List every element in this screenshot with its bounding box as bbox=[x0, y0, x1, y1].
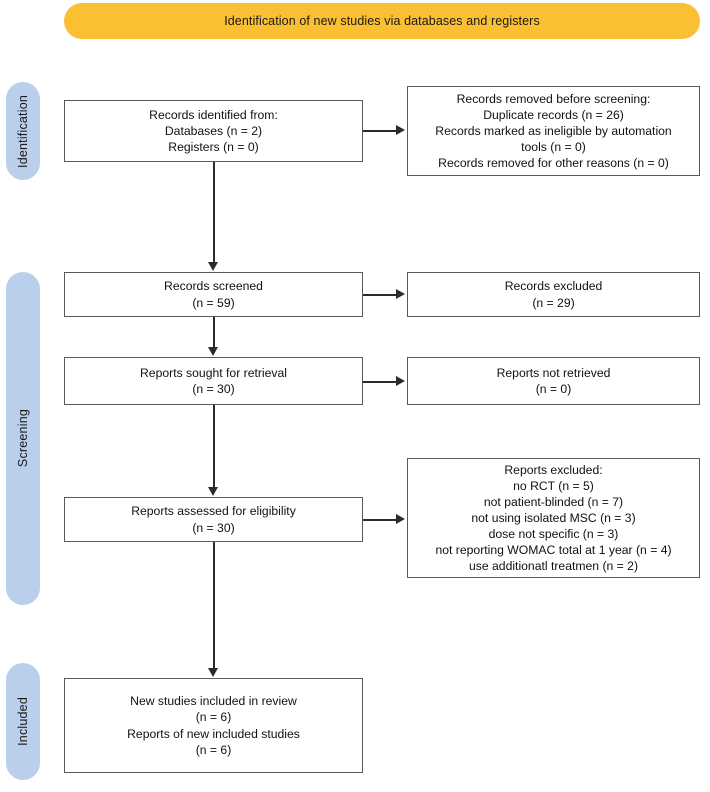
banner-label: Identification of new studies via databa… bbox=[224, 14, 540, 28]
stage-label-identification-text: Identification bbox=[16, 94, 30, 168]
box-reports-sought-text: Reports sought for retrieval (n = 30) bbox=[140, 365, 287, 396]
arrowhead-screened-to-sought bbox=[208, 347, 218, 356]
stage-label-included-text: Included bbox=[16, 697, 30, 746]
arrowhead-identified-to-removed bbox=[396, 125, 405, 135]
box-records-identified: Records identified from: Databases (n = … bbox=[64, 100, 363, 162]
stage-label-screening-text: Screening bbox=[16, 409, 30, 468]
arrowhead-assessed-to-included bbox=[208, 668, 218, 677]
box-records-screened: Records screened (n = 59) bbox=[64, 272, 363, 317]
box-records-removed-text: Records removed before screening: Duplic… bbox=[435, 91, 672, 171]
stage-label-screening: Screening bbox=[6, 272, 40, 605]
box-new-studies-included-text: New studies included in review (n = 6) R… bbox=[127, 694, 300, 757]
box-reports-excluded: Reports excluded: no RCT (n = 5) not pat… bbox=[407, 458, 700, 578]
box-records-excluded: Records excluded (n = 29) bbox=[407, 272, 700, 317]
stage-label-identification: Identification bbox=[6, 82, 40, 180]
connector-assessed-to-included bbox=[213, 542, 215, 669]
connector-screened-to-sought bbox=[213, 317, 215, 348]
diagram-banner-title: Identification of new studies via databa… bbox=[64, 3, 700, 39]
box-reports-sought: Reports sought for retrieval (n = 30) bbox=[64, 357, 363, 405]
connector-screened-to-excluded bbox=[363, 294, 396, 296]
arrowhead-sought-to-assessed bbox=[208, 487, 218, 496]
box-records-removed: Records removed before screening: Duplic… bbox=[407, 86, 700, 176]
box-reports-not-retrieved: Reports not retrieved (n = 0) bbox=[407, 357, 700, 405]
box-reports-assessed-text: Reports assessed for eligibility (n = 30… bbox=[131, 504, 296, 535]
arrowhead-identified-to-screened bbox=[208, 262, 218, 271]
box-reports-assessed: Reports assessed for eligibility (n = 30… bbox=[64, 497, 363, 542]
arrowhead-sought-to-not-retrieved bbox=[396, 376, 405, 386]
box-records-identified-text: Records identified from: Databases (n = … bbox=[149, 107, 278, 155]
box-new-studies-included: New studies included in review (n = 6) R… bbox=[64, 678, 363, 773]
box-records-screened-text: Records screened (n = 59) bbox=[164, 279, 263, 310]
box-reports-not-retrieved-text: Reports not retrieved (n = 0) bbox=[496, 365, 611, 396]
connector-identified-to-removed bbox=[363, 130, 396, 132]
connector-assessed-to-excluded bbox=[363, 519, 396, 521]
arrowhead-assessed-to-excluded bbox=[396, 514, 405, 524]
arrowhead-screened-to-excluded bbox=[396, 289, 405, 299]
box-records-excluded-text: Records excluded (n = 29) bbox=[504, 279, 603, 310]
box-reports-excluded-text: Reports excluded: no RCT (n = 5) not pat… bbox=[435, 462, 672, 574]
connector-identified-to-screened bbox=[213, 162, 215, 263]
connector-sought-to-assessed bbox=[213, 405, 215, 488]
stage-label-included: Included bbox=[6, 663, 40, 780]
connector-sought-to-not-retrieved bbox=[363, 381, 396, 383]
